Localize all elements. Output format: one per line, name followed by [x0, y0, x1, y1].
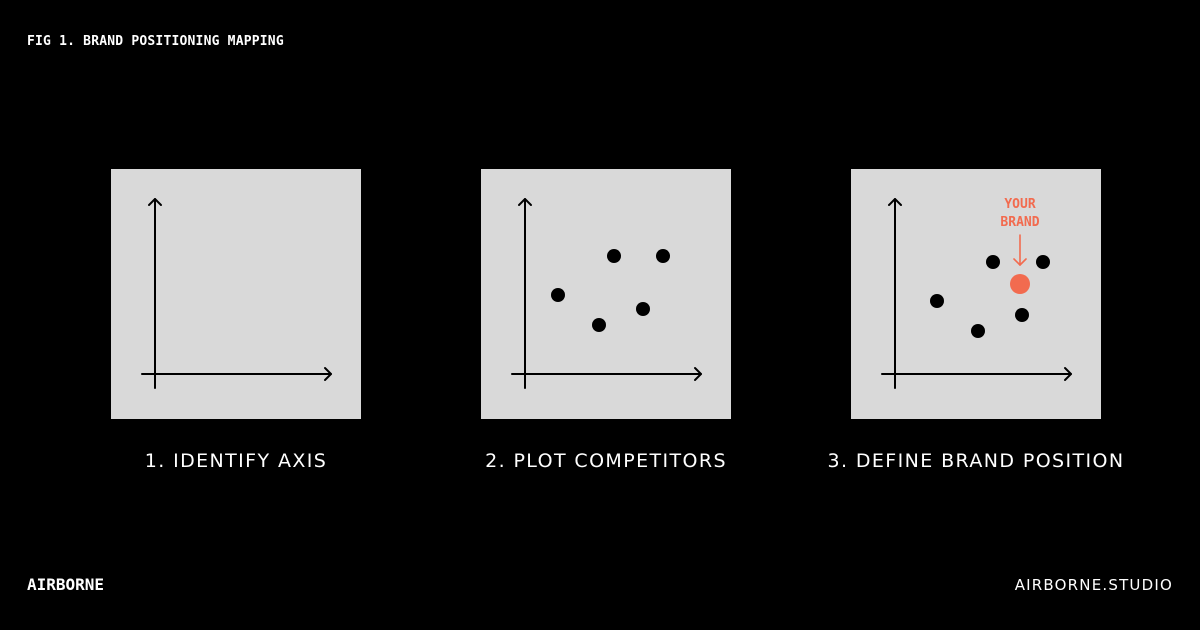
competitor-dot [930, 294, 944, 308]
brand-pointer-arrowhead [1013, 258, 1027, 266]
caption-step-1: 1. IDENTIFY AXIS [144, 450, 328, 472]
brand-label-line-2: BRAND [1000, 215, 1039, 230]
competitor-dot [636, 302, 650, 316]
y-axis-arrowhead [888, 198, 902, 206]
caption-step-3: 3. DEFINE BRAND POSITION [827, 450, 1125, 472]
competitor-dot [592, 318, 606, 332]
panel-identify-axis [111, 169, 361, 419]
y-axis-arrowhead [148, 198, 162, 206]
caption-step-2: 2. PLOT COMPETITORS [485, 450, 727, 472]
brand-label-line-1: YOUR [1004, 197, 1035, 212]
competitor-dot [1036, 255, 1050, 269]
competitor-dot [971, 324, 985, 338]
competitor-dot [1015, 308, 1029, 322]
panel-plot-competitors [481, 169, 731, 419]
competitor-dot [656, 249, 670, 263]
x-axis-arrowhead [1064, 367, 1072, 381]
website-link[interactable]: AIRBORNE.STUDIO [1014, 576, 1173, 594]
x-axis-arrowhead [324, 367, 332, 381]
axis-diagram-2 [511, 198, 702, 389]
airborne-logo: AIRBORNE [27, 575, 105, 594]
axis-diagram-1 [141, 198, 332, 389]
axis-diagram-3: YOUR BRAND [881, 197, 1072, 389]
competitor-dot [551, 288, 565, 302]
panel-define-brand-position: YOUR BRAND [851, 169, 1101, 419]
brand-position-dot [1010, 274, 1030, 294]
competitor-dot [607, 249, 621, 263]
y-axis-arrowhead [518, 198, 532, 206]
competitor-dot [986, 255, 1000, 269]
x-axis-arrowhead [694, 367, 702, 381]
figure-label: FIG 1. BRAND POSITIONING MAPPING [27, 34, 284, 49]
